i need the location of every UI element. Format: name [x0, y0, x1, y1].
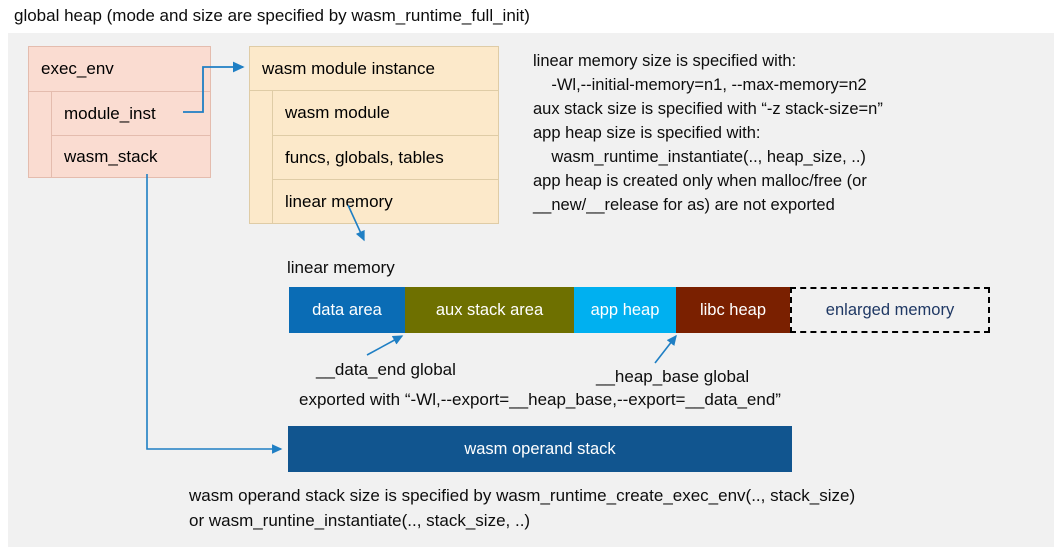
module-row-label: wasm module: [285, 103, 390, 122]
module-row-wasm-module: wasm module: [273, 91, 498, 135]
memory-segment-libc-heap: libc heap: [676, 287, 790, 333]
linear-memory-label: linear memory: [287, 258, 395, 277]
module-row-label: linear memory: [285, 191, 393, 211]
memory-segment-label: data area: [312, 300, 382, 319]
memory-size-notes: linear memory size is specified with: -W…: [533, 52, 883, 214]
memory-segment-label: enlarged memory: [825, 300, 955, 319]
memory-segment-label: libc heap: [699, 300, 767, 319]
data-end-annotation: __data_end global: [316, 360, 456, 379]
exec-env-row-label: module_inst: [64, 103, 156, 123]
wasm-module-instance-gutter: [250, 91, 273, 223]
memory-segment-app-heap: app heap: [574, 287, 676, 333]
exported-annotation: exported with “-Wl,--export=__heap_base,…: [299, 390, 781, 409]
module-row-linear-memory: linear memory: [273, 179, 498, 223]
heap-base-annotation: __heap_base global: [596, 367, 750, 386]
exec-env-row-label: wasm_stack: [64, 147, 158, 166]
module-row-label: funcs, globals, tables: [285, 147, 444, 167]
exec-env-box: exec_env module_inst wasm_stack: [28, 46, 211, 178]
wasm-operand-stack-label: wasm operand stack: [464, 439, 616, 458]
operand-stack-size-note: wasm operand stack size is specified by …: [189, 486, 856, 530]
exec-env-body: module_inst wasm_stack: [29, 92, 210, 177]
wasm-module-instance-box: wasm module instance wasm module funcs, …: [249, 46, 499, 224]
module-row-funcs-globals-tables: funcs, globals, tables: [273, 135, 498, 179]
exec-env-row-module-inst: module_inst: [52, 92, 210, 135]
wasm-module-instance-body: wasm module funcs, globals, tables linea…: [250, 91, 498, 223]
exec-env-row-wasm-stack: wasm_stack: [52, 135, 210, 178]
memory-segment-aux-stack-area: aux stack area: [405, 287, 574, 333]
wasm-operand-stack-bar: wasm operand stack: [288, 426, 792, 472]
memory-segment-data-area: data area: [289, 287, 405, 333]
exec-env-gutter: [29, 92, 52, 177]
memory-segment-label: aux stack area: [435, 300, 544, 319]
wasm-module-instance-header: wasm module instance: [250, 47, 498, 91]
linear-memory-bar: data area aux stack area app heap libc heap…: [289, 287, 990, 333]
exec-env-header: exec_env: [29, 47, 210, 92]
memory-segment-label: app heap: [590, 300, 660, 319]
memory-segment-enlarged-memory: enlarged memory: [790, 287, 990, 333]
page-title: global heap (mode and size are specified…: [14, 6, 530, 25]
